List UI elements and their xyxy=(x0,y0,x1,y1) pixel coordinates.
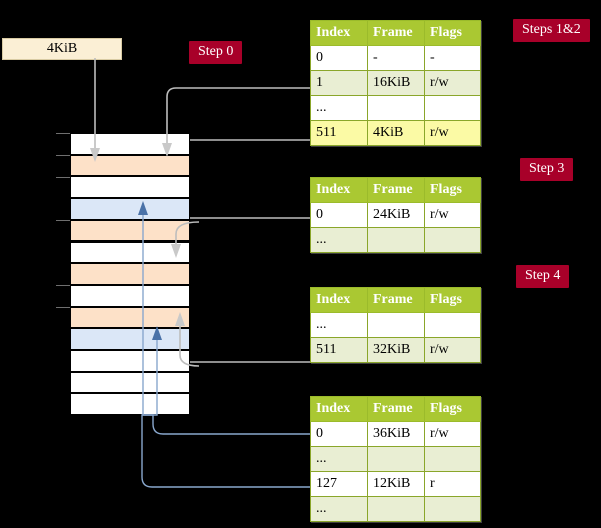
column-header: Frame xyxy=(367,20,425,46)
cell-flags: r/w xyxy=(424,202,481,228)
column-header: Flags xyxy=(424,287,481,313)
cell-frame xyxy=(367,446,425,472)
cell-index: 0 xyxy=(310,202,368,228)
cell-index: ... xyxy=(310,227,368,253)
cell-flags: r/w xyxy=(424,337,481,363)
cell-flags xyxy=(424,312,481,338)
memory-frame-row xyxy=(70,284,190,307)
column-header: Index xyxy=(310,20,368,46)
column-header: Flags xyxy=(424,177,481,203)
badge-step-3: Step 3 xyxy=(520,158,574,181)
memory-frame-row xyxy=(70,198,190,220)
cell-index: ... xyxy=(310,312,368,338)
cell-frame: 32KiB xyxy=(367,337,425,363)
cell-index: ... xyxy=(310,446,368,472)
table-row: ... xyxy=(310,227,481,253)
memory-frame-row xyxy=(70,263,190,285)
cell-flags: r/w xyxy=(424,70,481,96)
memory-frame-row xyxy=(70,393,190,416)
cell-frame xyxy=(367,227,425,253)
source-address-label: 4KiB xyxy=(46,41,78,56)
cell-frame: 12KiB xyxy=(367,471,425,497)
cell-flags: - xyxy=(424,45,481,71)
cell-frame: 4KiB xyxy=(367,120,425,146)
cell-flags xyxy=(424,227,481,253)
cell-flags: r/w xyxy=(424,120,481,146)
column-header: Index xyxy=(310,396,368,422)
source-address-box: 4KiB xyxy=(2,38,122,60)
memory-column xyxy=(70,133,190,416)
cell-flags: r xyxy=(424,471,481,497)
table-row: ... xyxy=(310,496,481,522)
column-header: Frame xyxy=(367,287,425,313)
memory-frame-row xyxy=(70,241,190,264)
cell-index: 0 xyxy=(310,45,368,71)
memory-frame-row xyxy=(70,328,190,350)
column-header: Flags xyxy=(424,396,481,422)
memory-frame-row xyxy=(70,350,190,372)
column-header: Flags xyxy=(424,20,481,46)
cell-flags: r/w xyxy=(424,421,481,447)
badge-step-4: Step 4 xyxy=(516,265,570,288)
cell-frame: 16KiB xyxy=(367,70,425,96)
cell-index: 1 xyxy=(310,70,368,96)
cell-index: ... xyxy=(310,496,368,522)
memory-frame-row xyxy=(70,154,190,177)
memory-frame-row xyxy=(70,133,190,155)
memory-frame-row xyxy=(70,176,190,199)
column-header: Frame xyxy=(367,177,425,203)
column-header: Frame xyxy=(367,396,425,422)
cell-frame: 24KiB xyxy=(367,202,425,228)
cell-index: ... xyxy=(310,95,368,121)
badge-step-0: Step 0 xyxy=(189,41,243,64)
memory-frame-row xyxy=(70,219,190,242)
column-header: Index xyxy=(310,177,368,203)
cell-frame: - xyxy=(367,45,425,71)
badge-steps-1-2: Steps 1&2 xyxy=(513,19,590,42)
table-row: 0-- xyxy=(310,45,481,71)
cell-flags xyxy=(424,496,481,522)
table-row: ... xyxy=(310,95,481,121)
memory-frame-row xyxy=(70,306,190,329)
cell-index: 0 xyxy=(310,421,368,447)
cell-index: 127 xyxy=(310,471,368,497)
memory-frame-row xyxy=(70,371,190,394)
